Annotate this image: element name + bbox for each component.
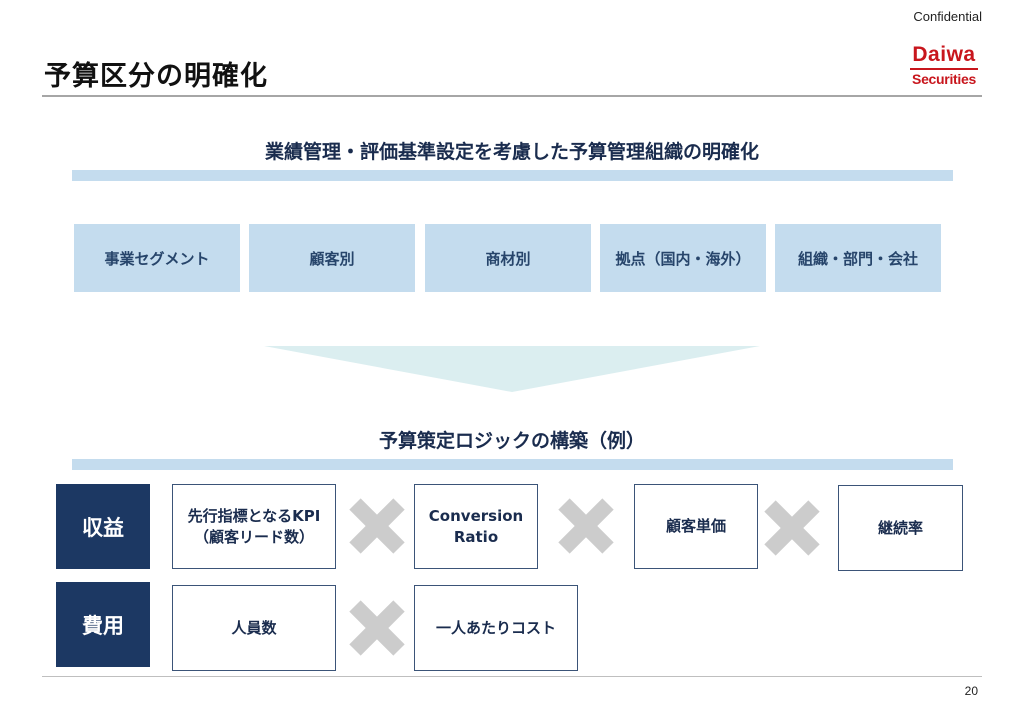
segment-business: 事業セグメント [74, 224, 240, 292]
headcount-text: 人員数 [231, 618, 277, 637]
section1-title: 業績管理・評価基準設定を考慮した予算管理組織の明確化 [264, 141, 759, 163]
retention-rate-box: 継続率 [838, 485, 963, 571]
multiply-icon [349, 498, 405, 554]
multiply-icon [349, 600, 405, 656]
logo-divider [910, 68, 978, 70]
multiply-icon [558, 498, 614, 554]
segment-customer: 顧客別 [249, 224, 415, 292]
section2-title: 予算策定ロジックの構築（例） [378, 430, 645, 452]
company-logo: Daiwa Securities [908, 44, 980, 87]
segment-row: 事業セグメント 顧客別 商材別 拠点（国内・海外） 組織・部門・会社 [74, 224, 941, 292]
segment-organization: 組織・部門・会社 [775, 224, 941, 292]
title-divider [42, 95, 982, 97]
page-number: 20 [964, 684, 978, 698]
revenue-label: 収益 [56, 484, 150, 569]
cost-label: 費用 [56, 582, 150, 667]
logo-text-securities: Securities [912, 71, 976, 87]
section2-bar [72, 459, 953, 470]
footer-divider [42, 676, 982, 677]
confidential-label: Confidential [913, 9, 982, 24]
unit-price-text: 顧客単価 [665, 517, 726, 535]
multiply-icon [764, 500, 820, 556]
headcount-box: 人員数 [172, 585, 336, 671]
segment-product: 商材別 [425, 224, 591, 292]
cost-per-person-text: 一人あたりコスト [435, 618, 556, 637]
retention-rate-text: 継続率 [877, 518, 923, 537]
unit-price-box: 顧客単価 [634, 484, 758, 569]
down-arrow-icon [264, 346, 760, 392]
cost-per-person-box: 一人あたりコスト [414, 585, 578, 671]
section1-bar [72, 170, 953, 181]
conversion-ratio-text: Conversion Ratio [428, 506, 524, 546]
logo-text-daiwa: Daiwa [912, 43, 976, 66]
conversion-ratio-box: Conversion Ratio [414, 484, 538, 569]
segment-location: 拠点（国内・海外） [600, 224, 766, 292]
kpi-box: 先行指標となるKPI （顧客リード数） [172, 484, 336, 569]
page-title: 予算区分の明確化 [44, 61, 268, 92]
kpi-text: 先行指標となるKPI （顧客リード数） [187, 506, 321, 546]
